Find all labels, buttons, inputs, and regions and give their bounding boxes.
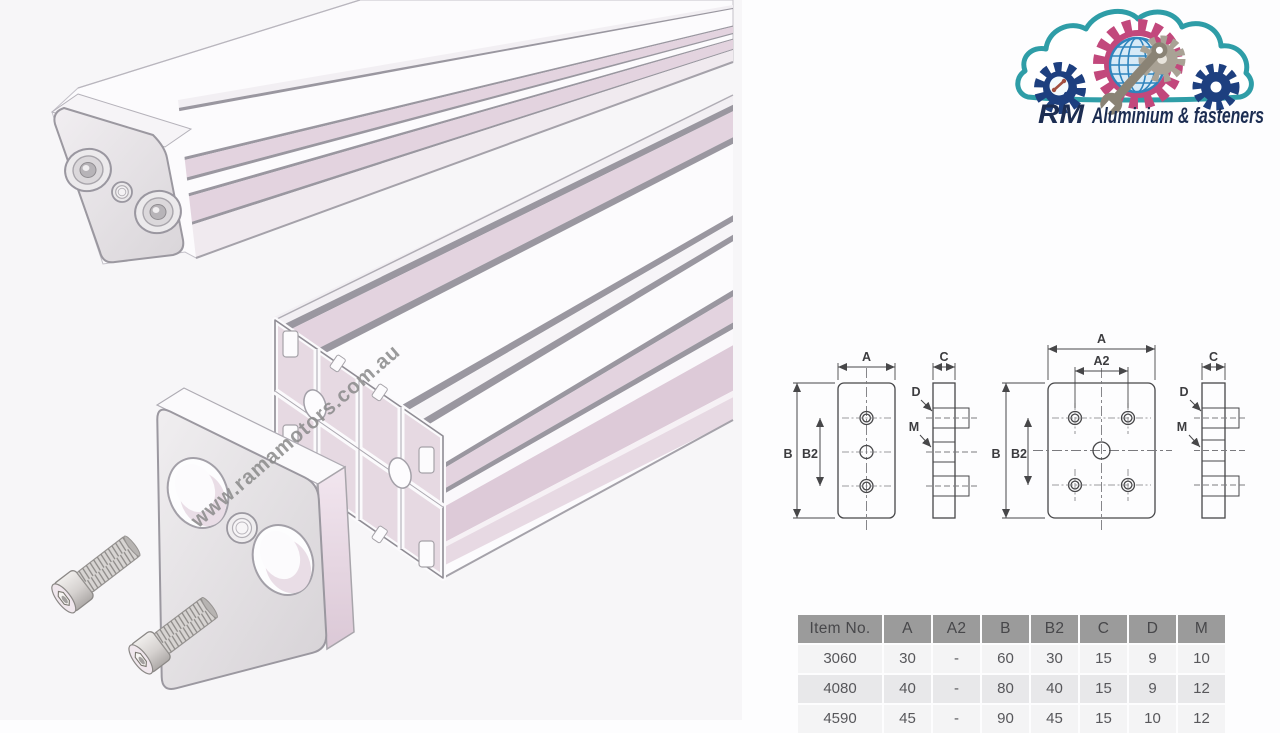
seated-screw-hole [64, 147, 112, 193]
wrench-icon [1099, 42, 1168, 117]
dimension-diagrams: A B B2 C D M A A2 B B2 C D M [783, 332, 1247, 533]
dim-label-A2: A2 [1094, 354, 1110, 368]
spec-cell: 80 [982, 675, 1029, 703]
spec-cell: 12 [1178, 675, 1225, 703]
diagram-end-cap-3hole [793, 363, 978, 533]
brand-name: Aluminium & fasteners [1091, 103, 1264, 128]
dim-label-A: A [862, 350, 871, 364]
exploded-view-illustration: www.ramamotors.com.au [50, 0, 734, 690]
dim-label-C: C [939, 350, 948, 364]
company-logo: RM Aluminium & fasteners [1015, 9, 1264, 129]
through-hole [166, 457, 230, 529]
spec-cell: 3060 [798, 645, 882, 673]
spec-cell: 12 [1178, 705, 1225, 733]
dim-label-D: D [911, 385, 920, 399]
spec-cell: 30 [1031, 645, 1078, 673]
spec-cell: - [933, 675, 980, 703]
dim-label-D: D [1179, 385, 1188, 399]
dim-label-M: M [1177, 420, 1187, 434]
dim-label-B: B [783, 447, 792, 461]
socket-screw [128, 596, 218, 675]
seated-screw-hole [134, 189, 182, 235]
spec-table: Item No. A A2 B B2 C D M 3060 30 - 60 30… [798, 615, 1225, 733]
spec-cell: 40 [884, 675, 931, 703]
spec-cell: 15 [1080, 675, 1127, 703]
center-thread-hole [111, 181, 133, 203]
dim-label-M: M [909, 420, 919, 434]
spec-cell: 60 [982, 645, 1029, 673]
center-thread-hole [226, 512, 258, 544]
gear-magnifier-icon [1034, 62, 1086, 114]
socket-screw [51, 535, 141, 614]
attached-end-cap [50, 93, 193, 264]
spec-cell: 9 [1129, 645, 1176, 673]
spec-cell: 9 [1129, 675, 1176, 703]
spec-cell: 30 [884, 645, 931, 673]
spec-cell: 40 [1031, 675, 1078, 703]
spec-cell: 15 [1080, 645, 1127, 673]
through-hole [251, 524, 315, 596]
spec-cell: 90 [982, 705, 1029, 733]
brand-initials: RM [1038, 99, 1085, 129]
spec-header-d: D [1129, 615, 1176, 643]
spec-cell: 4590 [798, 705, 882, 733]
gear-icon [1192, 63, 1240, 111]
extrusion-profile-body [272, 94, 734, 579]
dim-label-A: A [1097, 332, 1106, 346]
dim-label-C: C [1209, 350, 1218, 364]
extrusion-cross-section [272, 317, 446, 581]
dim-label-B2: B2 [802, 447, 818, 461]
dim-label-B2: B2 [1011, 447, 1027, 461]
spec-cell: 15 [1080, 705, 1127, 733]
spec-header-a2: A2 [933, 615, 980, 643]
spec-cell: - [933, 705, 980, 733]
spec-cell: 45 [1031, 705, 1078, 733]
dim-label-B: B [991, 447, 1000, 461]
spec-cell: 10 [1129, 705, 1176, 733]
spec-header-m: M [1178, 615, 1225, 643]
spec-cell: - [933, 645, 980, 673]
spec-cell: 45 [884, 705, 931, 733]
spec-header-a: A [884, 615, 931, 643]
spec-cell: 10 [1178, 645, 1225, 673]
spec-cell: 4080 [798, 675, 882, 703]
extrusion-with-end-cap [51, 0, 734, 265]
spec-header-b2: B2 [1031, 615, 1078, 643]
diagram-end-cap-5hole [1002, 345, 1247, 533]
spec-header-item: Item No. [798, 615, 882, 643]
spec-header-c: C [1080, 615, 1127, 643]
spec-header-b: B [982, 615, 1029, 643]
